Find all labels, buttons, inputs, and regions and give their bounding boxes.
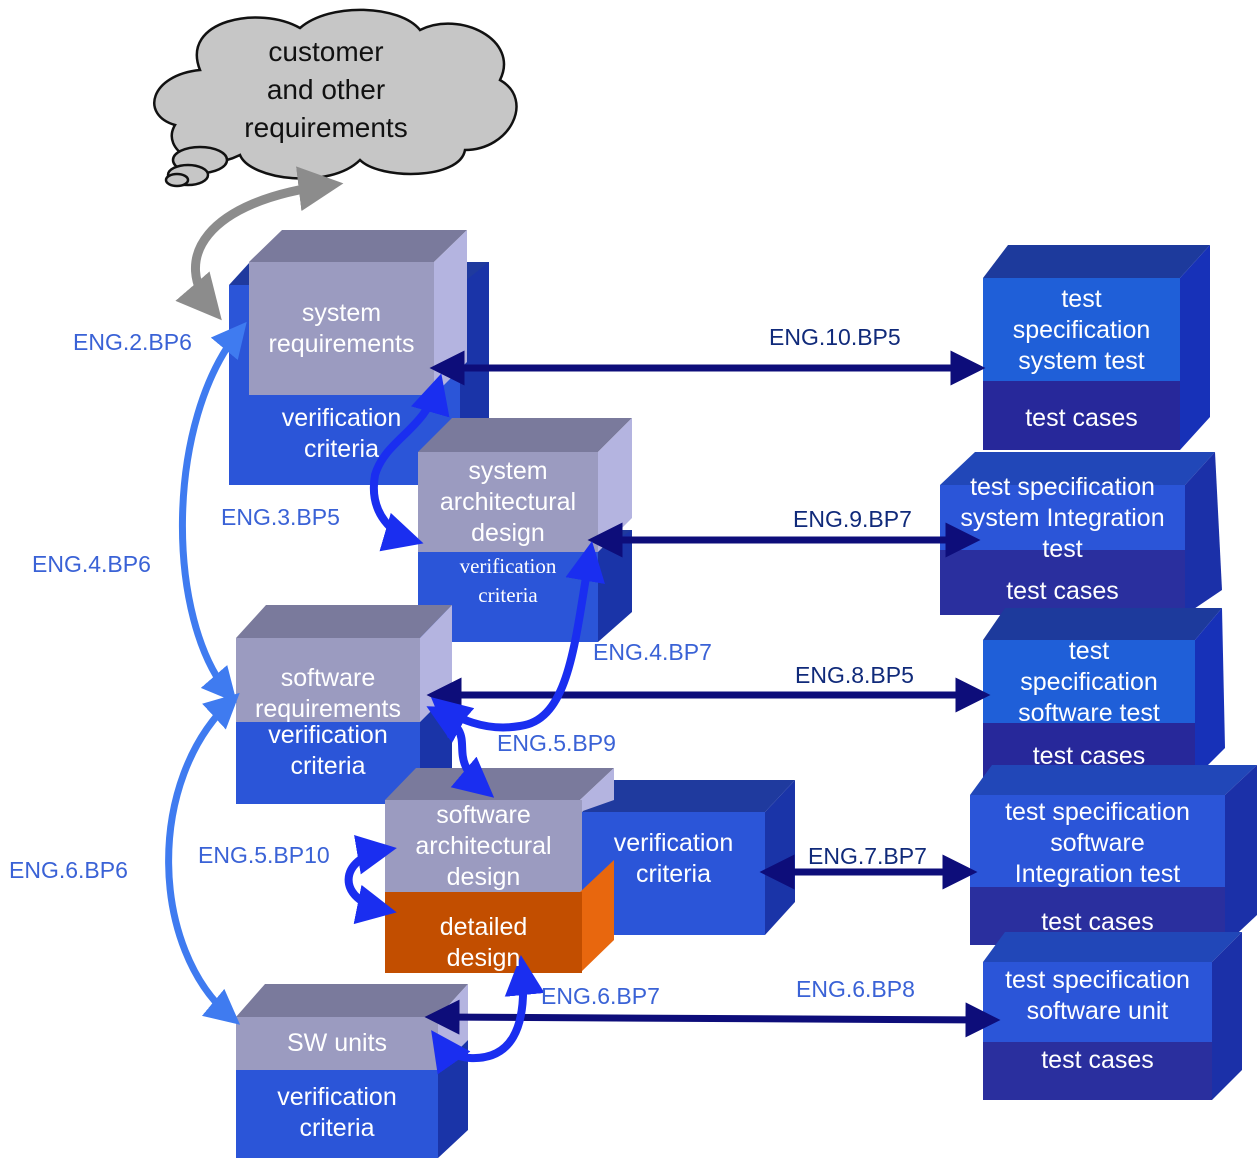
software-integration-test-spec-line-2: software bbox=[1050, 829, 1145, 857]
cloud-label: customer and other requirements bbox=[210, 33, 442, 147]
software-requirements-verification-line-1: verification bbox=[268, 721, 388, 749]
test-block-system-test bbox=[983, 245, 1210, 450]
sw-units-line-1: SW units bbox=[286, 1029, 388, 1057]
label-eng-6-bp6: ENG.6.BP6 bbox=[9, 857, 128, 883]
software-integration-test-spec-line-1: test specification bbox=[1005, 798, 1190, 826]
detailed-design-line-2: design bbox=[446, 944, 521, 972]
software-requirements-line-2: requirements bbox=[255, 695, 401, 723]
system-integration-test-cases: test cases bbox=[1006, 577, 1119, 605]
arrow-eng-6-bp6 bbox=[165, 692, 241, 1025]
detailed-design-line-1: detailed bbox=[439, 913, 528, 941]
arrow-eng-6-bp7 bbox=[431, 955, 545, 1075]
label-eng-7-bp7: ENG.7.BP7 bbox=[808, 843, 927, 869]
software-architectural-design-title: software architectural design bbox=[385, 800, 582, 893]
software-architectural-design-line-1: software bbox=[436, 801, 531, 829]
arrow-eng-5-bp9 bbox=[426, 706, 495, 798]
system-integration-test-spec-line-3: test bbox=[1042, 535, 1083, 563]
software-integration-test-spec-line-3: Integration test bbox=[1014, 860, 1181, 888]
software-unit-test-spec: test specification software unit bbox=[983, 965, 1212, 1027]
sw-units-verification-line-2: criteria bbox=[299, 1114, 375, 1142]
system-architectural-design-verification-line-2: criteria bbox=[478, 583, 538, 607]
software-architectural-design-line-2: architectural bbox=[415, 832, 552, 860]
software-integration-test-spec: test specification software Integration … bbox=[970, 797, 1225, 890]
label-eng-3-bp5: ENG.3.BP5 bbox=[221, 504, 340, 530]
system-architectural-design-title: system architectural design bbox=[418, 456, 598, 549]
software-test-cases: test cases bbox=[1032, 742, 1146, 770]
system-integration-test-spec-line-2: system Integration bbox=[960, 504, 1165, 532]
cloud-shape bbox=[153, 8, 518, 180]
software-test-spec-line-2: specification bbox=[1020, 668, 1158, 696]
label-eng-6-bp8: ENG.6.BP8 bbox=[796, 976, 915, 1002]
software-test-spec: test specification software test bbox=[983, 636, 1195, 729]
system-architectural-design-line-3: design bbox=[471, 519, 545, 547]
software-architectural-design-verification: verification criteria bbox=[582, 828, 765, 890]
cloud-line-3: requirements bbox=[244, 112, 408, 143]
software-requirements-verification: verification criteria bbox=[236, 720, 420, 782]
arrow-eng-5-bp10 bbox=[344, 835, 397, 925]
system-test-cases: test cases bbox=[1025, 404, 1138, 432]
sw-units-title: SW units bbox=[236, 1028, 438, 1059]
label-eng-9-bp7: ENG.9.BP7 bbox=[793, 506, 912, 532]
system-test-spec-line-1: test bbox=[1061, 285, 1102, 313]
system-test-spec: test specification system test bbox=[983, 284, 1180, 377]
system-requirements-title: system requirements bbox=[249, 298, 434, 360]
system-requirements-verification: verification criteria bbox=[249, 403, 434, 465]
test-block-software-unit-test bbox=[983, 932, 1242, 1100]
sw-units-verification-line-1: verification bbox=[277, 1083, 397, 1111]
software-requirements-title: software requirements bbox=[236, 663, 420, 725]
system-test-spec-line-3: system test bbox=[1018, 347, 1145, 375]
system-requirements-line-1: system bbox=[301, 299, 382, 327]
system-requirements-verification-line-2: criteria bbox=[303, 435, 379, 463]
system-integration-test-spec: test specification system Integration te… bbox=[940, 472, 1185, 565]
software-test-spec-line-3: software test bbox=[1018, 699, 1160, 727]
label-eng-2-bp6: ENG.2.BP6 bbox=[73, 329, 192, 355]
test-block-system-integration-test bbox=[940, 452, 1222, 615]
label-eng-6-bp7: ENG.6.BP7 bbox=[541, 983, 660, 1009]
software-unit-test-cases: test cases bbox=[1041, 1046, 1154, 1074]
cloud-bubble-small bbox=[164, 172, 190, 188]
software-integration-test-cases: test cases bbox=[1041, 908, 1154, 936]
label-eng-4-bp7: ENG.4.BP7 bbox=[593, 639, 712, 665]
system-architectural-design-line-1: system bbox=[468, 457, 548, 485]
software-architectural-design-verification-line-2: criteria bbox=[635, 860, 711, 888]
system-architectural-design-verification-line-1: verification bbox=[459, 554, 557, 578]
system-architectural-design-line-2: architectural bbox=[439, 488, 577, 516]
label-eng-5-bp10: ENG.5.BP10 bbox=[198, 842, 330, 868]
cloud-line-1: customer bbox=[268, 36, 384, 67]
software-unit-test-spec-line-1: test specification bbox=[1005, 966, 1190, 994]
block-sw-units bbox=[236, 984, 468, 1158]
sw-units-verification: verification criteria bbox=[236, 1082, 438, 1144]
label-eng-5-bp9: ENG.5.BP9 bbox=[497, 730, 616, 756]
cloud-line-2: and other bbox=[266, 74, 386, 105]
block-software-requirements bbox=[236, 605, 452, 804]
arrow-eng-4-bp6 bbox=[178, 321, 247, 703]
software-requirements-verification-line-2: criteria bbox=[290, 752, 366, 780]
detailed-design-label: detailed design bbox=[385, 912, 582, 974]
system-test-spec-line-2: specification bbox=[1012, 316, 1151, 344]
system-architectural-design-verification: verification criteria bbox=[418, 552, 598, 610]
software-unit-test-spec-line-2: software unit bbox=[1026, 997, 1169, 1025]
software-architectural-design-verification-line-1: verification bbox=[613, 829, 734, 857]
arrow-cloud-to-system-requirements bbox=[175, 166, 344, 321]
software-architectural-design-line-3: design bbox=[446, 863, 521, 891]
software-requirements-line-1: software bbox=[280, 664, 376, 692]
system-requirements-verification-line-1: verification bbox=[281, 404, 402, 432]
label-eng-4-bp6: ENG.4.BP6 bbox=[32, 551, 151, 577]
system-integration-test-spec-line-1: test specification bbox=[970, 473, 1155, 501]
system-requirements-line-2: requirements bbox=[268, 330, 415, 358]
label-eng-10-bp5: ENG.10.BP5 bbox=[769, 324, 901, 350]
block-software-architectural-design bbox=[385, 768, 795, 973]
label-eng-8-bp5: ENG.8.BP5 bbox=[795, 662, 914, 688]
software-test-spec-line-1: test bbox=[1068, 637, 1110, 665]
arrow-eng-3-bp5 bbox=[369, 373, 450, 552]
